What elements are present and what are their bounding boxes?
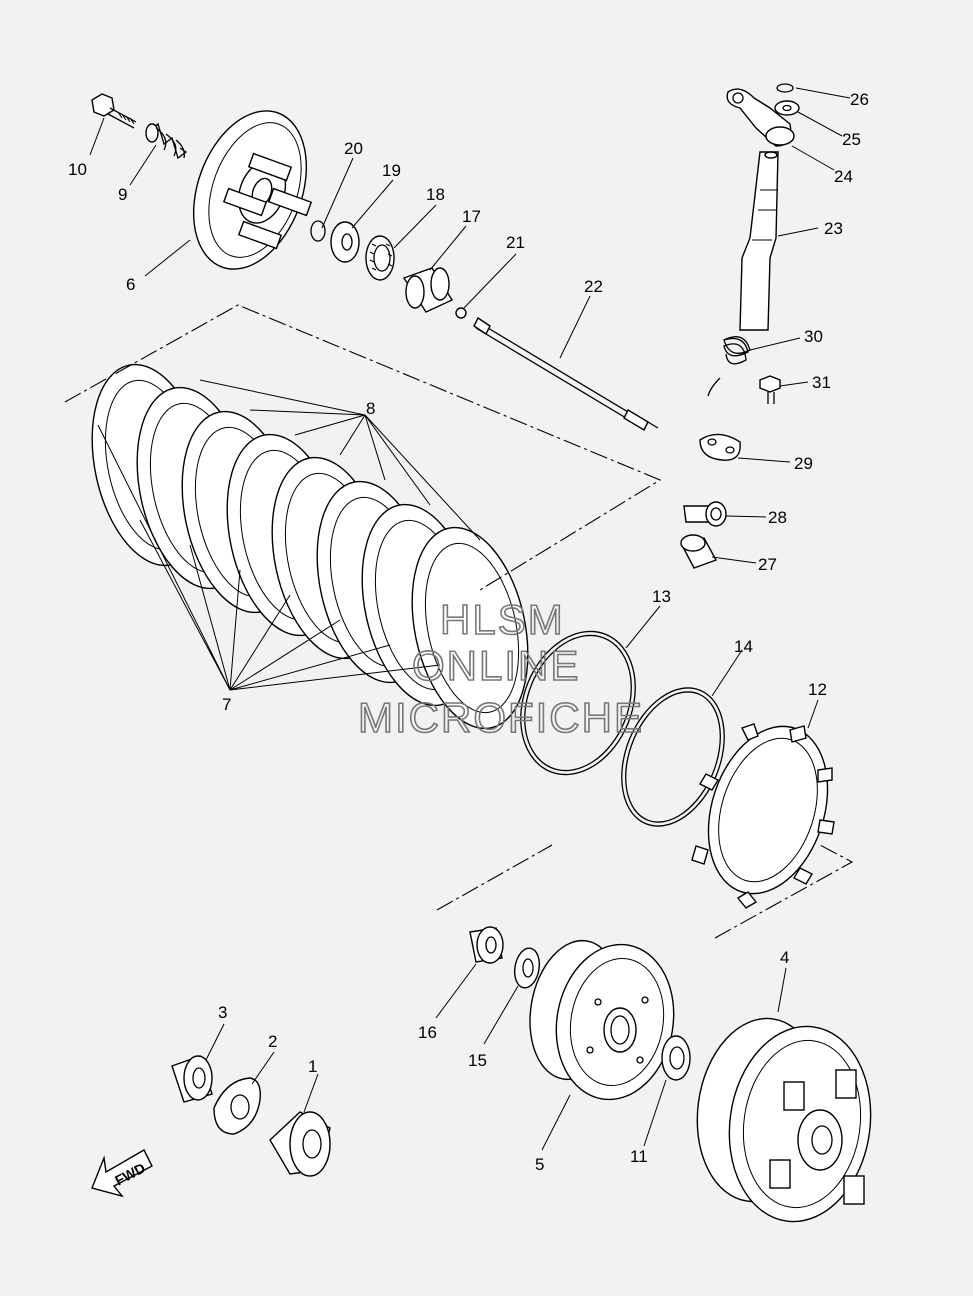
label-part-30: 30 bbox=[804, 327, 823, 346]
bushing-part-27 bbox=[680, 534, 718, 569]
label-part-21: 21 bbox=[506, 233, 525, 252]
bolt-part-10 bbox=[91, 93, 137, 129]
spacer-part-3 bbox=[171, 1055, 213, 1103]
label-part-27: 27 bbox=[758, 555, 777, 574]
label-part-18: 18 bbox=[426, 185, 445, 204]
gear-part-1 bbox=[269, 1111, 331, 1177]
o-ring-part-14 bbox=[621, 687, 725, 827]
part-labels: 1 2 3 4 5 6 7 8 9 10 11 12 13 14 15 16 1… bbox=[68, 90, 869, 1174]
label-part-13: 13 bbox=[652, 587, 671, 606]
label-part-3: 3 bbox=[218, 1003, 227, 1022]
alignment-frame-upper bbox=[64, 304, 662, 591]
o-ring-part-13 bbox=[520, 630, 636, 776]
washer-part-2 bbox=[213, 1077, 261, 1135]
shaft-part-23 bbox=[739, 151, 779, 331]
leader-lines bbox=[89, 87, 851, 1151]
label-part-31: 31 bbox=[812, 373, 831, 392]
label-part-22: 22 bbox=[584, 277, 603, 296]
label-part-17: 17 bbox=[462, 207, 481, 226]
circlip-part-26 bbox=[776, 83, 794, 93]
label-part-28: 28 bbox=[768, 508, 787, 527]
label-part-5: 5 bbox=[535, 1155, 544, 1174]
label-part-29: 29 bbox=[794, 454, 813, 473]
label-part-14: 14 bbox=[734, 637, 753, 656]
washer-part-19 bbox=[330, 221, 360, 263]
label-part-4: 4 bbox=[780, 948, 789, 967]
label-part-10: 10 bbox=[68, 160, 87, 179]
push-rod-part-17 bbox=[402, 267, 454, 313]
washer-part-25 bbox=[774, 100, 800, 116]
bearing-part-18 bbox=[365, 235, 395, 281]
washer-part-11 bbox=[661, 1035, 691, 1081]
pressure-plate-part-6 bbox=[192, 110, 313, 270]
clutch-boss-part-5 bbox=[529, 939, 675, 1101]
bearing-part-28 bbox=[683, 501, 727, 527]
washer-part-16 bbox=[469, 926, 504, 964]
label-part-16: 16 bbox=[418, 1023, 437, 1042]
watermark-line-3: MICROFICHE bbox=[358, 694, 644, 741]
label-part-24: 24 bbox=[834, 167, 853, 186]
lever-part-24 bbox=[726, 88, 795, 147]
watermark: HLSM ONLINE MICROFICHE bbox=[357, 595, 644, 742]
lock-washer-part-15 bbox=[513, 947, 541, 989]
label-part-7: 7 bbox=[222, 695, 231, 714]
friction-plate-part-12 bbox=[691, 723, 835, 909]
spring-part-9 bbox=[145, 122, 188, 160]
label-part-9: 9 bbox=[118, 185, 127, 204]
label-part-15: 15 bbox=[468, 1051, 487, 1070]
label-part-23: 23 bbox=[824, 219, 843, 238]
clutch-plate-stack-parts-7-8 bbox=[91, 363, 529, 730]
label-part-20: 20 bbox=[344, 139, 363, 158]
push-rod-part-22 bbox=[473, 316, 659, 431]
plate-leader-lines bbox=[97, 379, 481, 691]
label-part-25: 25 bbox=[842, 130, 861, 149]
label-part-1: 1 bbox=[308, 1057, 317, 1076]
label-part-2: 2 bbox=[268, 1032, 277, 1051]
label-part-26: 26 bbox=[850, 90, 869, 109]
label-part-19: 19 bbox=[382, 161, 401, 180]
watermark-line-2: ONLINE bbox=[412, 642, 580, 689]
spring-part-30 bbox=[707, 336, 751, 397]
label-part-12: 12 bbox=[808, 680, 827, 699]
clutch-housing-part-4 bbox=[696, 1017, 872, 1223]
label-part-6: 6 bbox=[126, 275, 135, 294]
fwd-arrow-icon: FWD bbox=[91, 1149, 153, 1198]
bolt-part-31 bbox=[759, 375, 781, 404]
circlip-part-20 bbox=[310, 220, 326, 242]
alignment-frame-lower bbox=[436, 844, 854, 939]
label-part-8: 8 bbox=[366, 399, 375, 418]
ball-part-21 bbox=[455, 307, 467, 319]
label-part-11: 11 bbox=[630, 1147, 648, 1166]
plate-part-29 bbox=[699, 433, 741, 461]
watermark-line-1: HLSM bbox=[440, 596, 565, 643]
